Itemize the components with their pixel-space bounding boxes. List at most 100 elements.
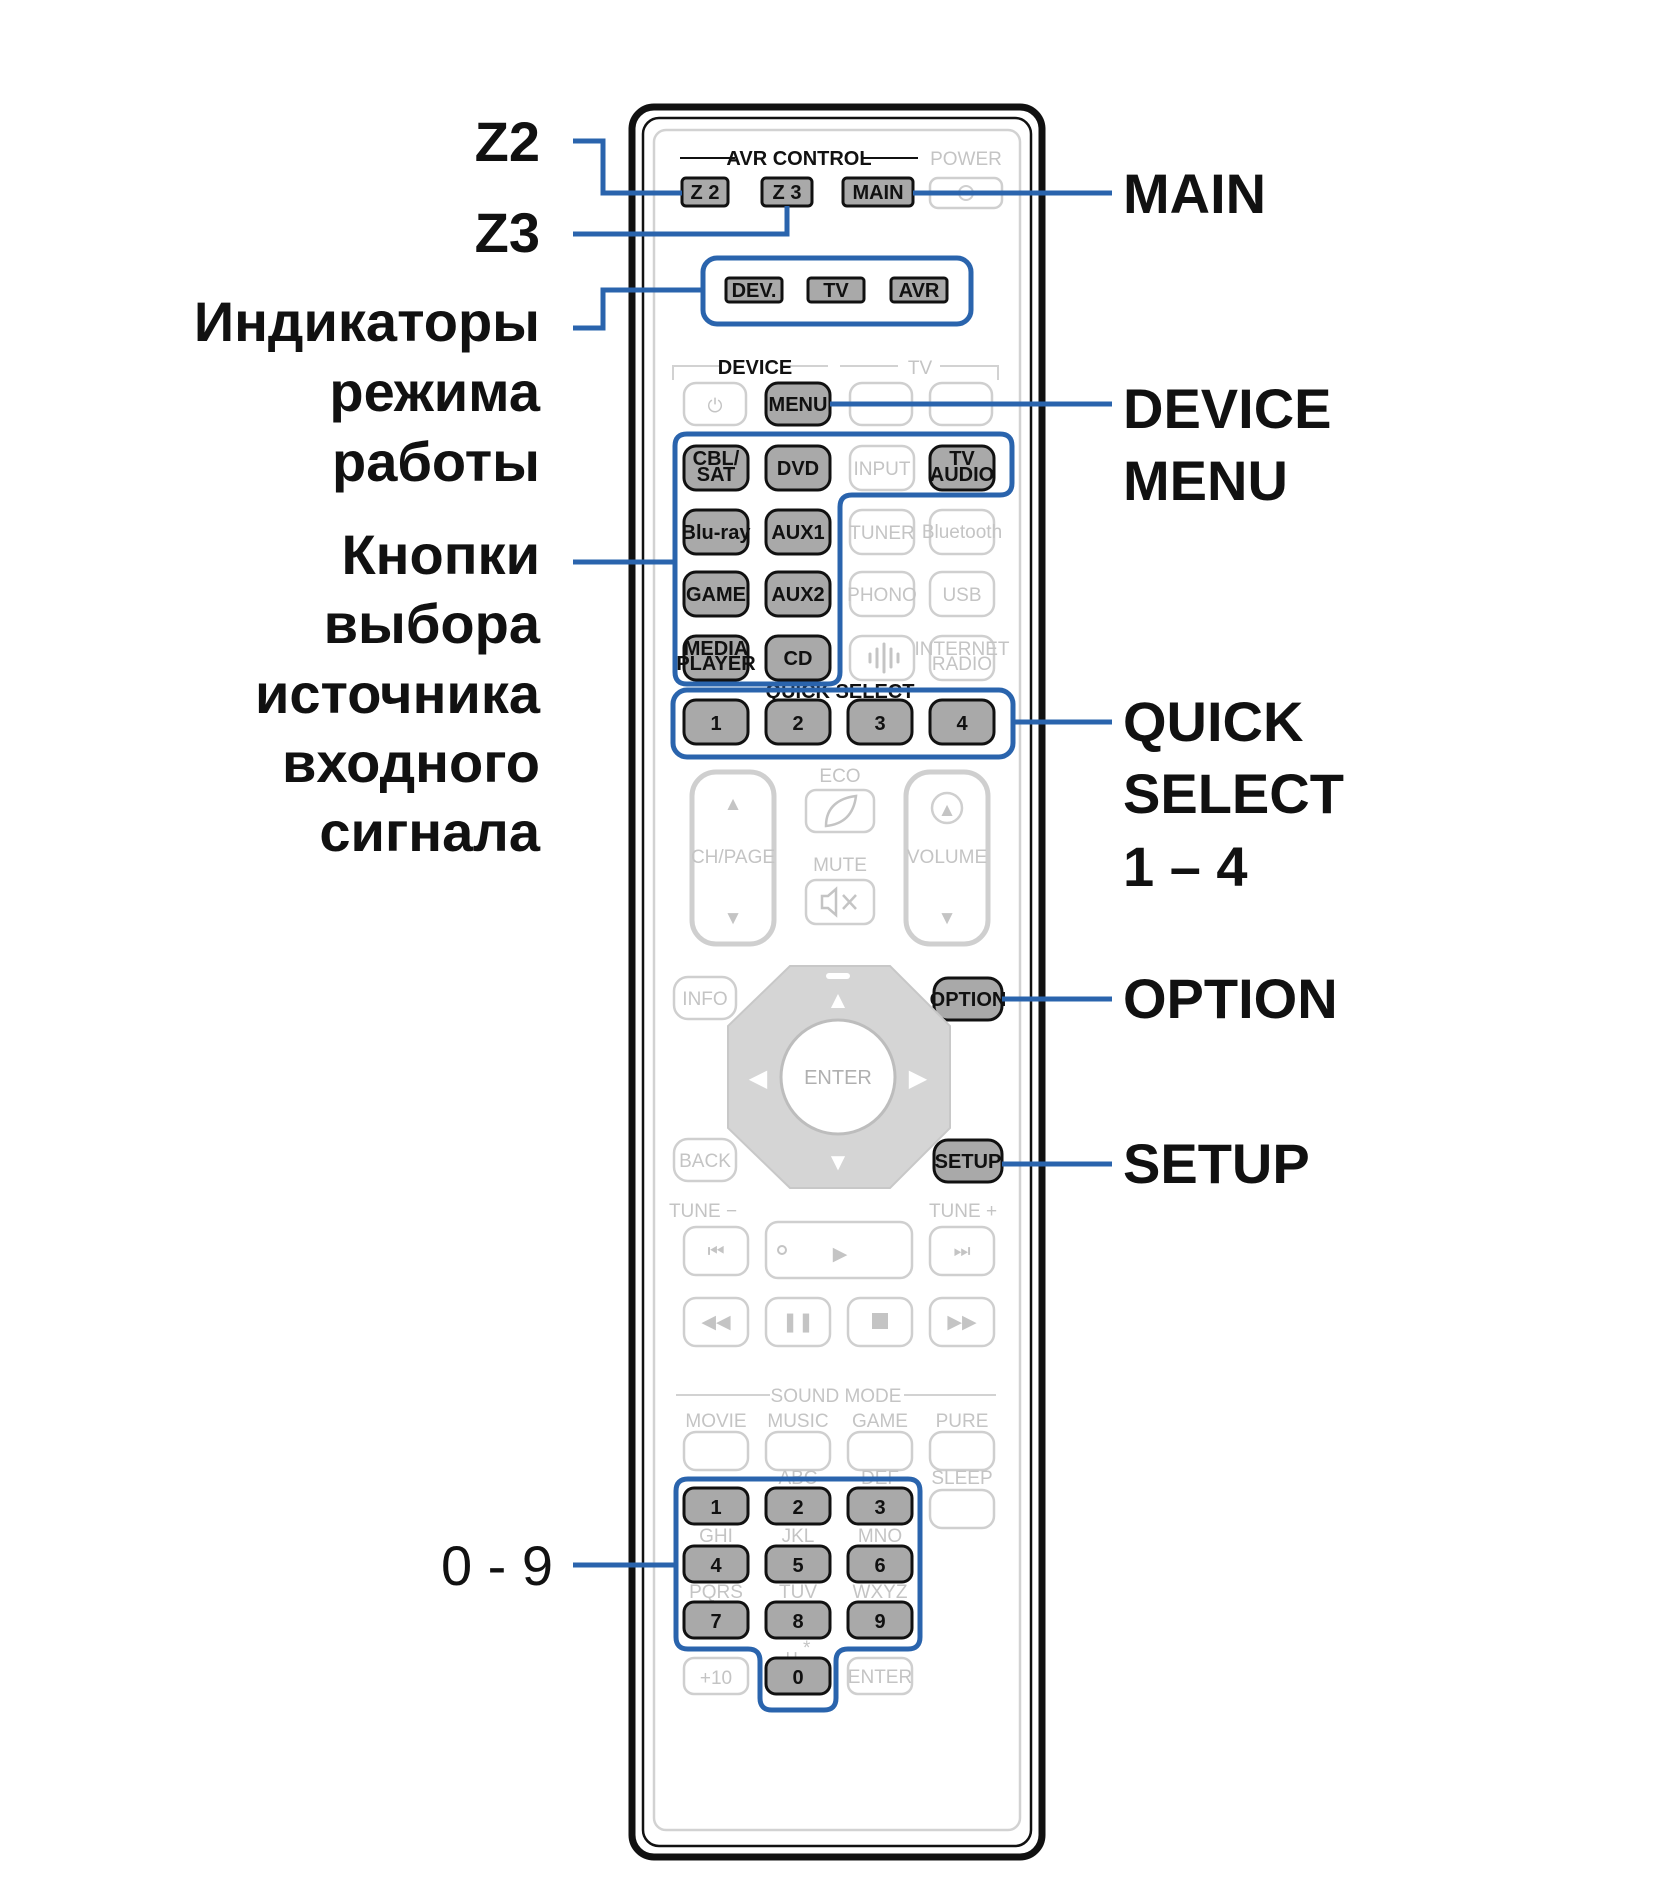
input-button[interactable]: [848, 444, 916, 492]
volume-rocker[interactable]: [903, 769, 991, 947]
quick-select-label-line-2: SELECT: [1123, 762, 1344, 825]
keypad-enter-button[interactable]: [846, 1656, 914, 1696]
key-4-button[interactable]: [682, 1544, 750, 1584]
plus10-button[interactable]: [682, 1656, 750, 1696]
back-label: BACK: [679, 1151, 731, 1172]
heos-button[interactable]: [848, 634, 916, 682]
playback-section: TUNE − TUNE + ⏮ ▶ ⏭ ◀◀ ❚❚ ▶▶: [669, 1201, 997, 1348]
quick-select-label-line-1: QUICK: [1123, 690, 1303, 753]
tuner-button[interactable]: [848, 508, 916, 556]
quick-select-2-button[interactable]: [764, 698, 832, 746]
mute-icon: [820, 886, 857, 918]
key-0-label: 0: [792, 1667, 803, 1689]
cd-button[interactable]: [764, 634, 832, 682]
main-button-label: MAIN: [852, 182, 903, 204]
fast-forward-button[interactable]: [928, 1296, 996, 1348]
zone-buttons: Z 2 Z 3 MAIN: [680, 176, 915, 208]
volume-up-icon: ▲: [938, 800, 957, 821]
sleep-label: SLEEP: [931, 1468, 992, 1489]
rewind-button[interactable]: [682, 1296, 750, 1348]
source-buttons-label-line-5: сигнала: [319, 800, 540, 863]
tv-audio-button[interactable]: [928, 444, 996, 492]
aux2-label: AUX2: [771, 584, 824, 606]
tune-plus-label: TUNE +: [929, 1201, 997, 1222]
eco-button[interactable]: [804, 788, 876, 834]
media-player-button[interactable]: [682, 634, 750, 682]
internet-radio-button[interactable]: [928, 634, 996, 682]
key-5-button[interactable]: [764, 1544, 832, 1584]
skip-forward-icon: ⏭: [953, 1241, 970, 1262]
quick-select-3-label: 3: [874, 713, 885, 735]
key-7-button[interactable]: [682, 1600, 750, 1640]
aux2-button[interactable]: [764, 570, 832, 618]
leaf-icon: [824, 794, 858, 828]
quick-select-1-button[interactable]: [682, 698, 750, 746]
eco-label: ECO: [819, 766, 860, 787]
power-label: POWER: [930, 149, 1002, 170]
cbl-sat-button[interactable]: [682, 444, 750, 492]
info-button[interactable]: [672, 975, 738, 1021]
game-mode-button[interactable]: [846, 1430, 914, 1472]
quick-select-4-label: 4: [956, 713, 968, 735]
bluray-label: Blu-ray: [682, 522, 752, 544]
setup-button[interactable]: [932, 1138, 1004, 1184]
key-0-button[interactable]: [764, 1656, 832, 1696]
device-power-button[interactable]: [682, 381, 748, 427]
tv-indicator-label: TV: [823, 280, 849, 302]
enter-button[interactable]: [779, 1018, 897, 1136]
play-button[interactable]: [764, 1220, 914, 1280]
usb-button[interactable]: [928, 570, 996, 618]
key-6-letters: MNO: [858, 1526, 902, 1547]
bluetooth-label: Bluetooth: [922, 522, 1002, 543]
pure-button[interactable]: [928, 1430, 996, 1472]
key-8-letters: TUV: [779, 1582, 817, 1603]
ch-down-icon: ▼: [724, 908, 743, 929]
quick-select-4-button[interactable]: [928, 698, 996, 746]
source-buttons-label-line-3: источника: [255, 662, 541, 725]
key-2-label: 2: [792, 1497, 803, 1519]
music-button[interactable]: [764, 1430, 832, 1472]
avr-control-label: AVR CONTROL: [726, 148, 871, 170]
input-label: INPUT: [854, 459, 911, 480]
game-label: GAME: [686, 584, 746, 606]
quick-select-label-line-3: 1 – 4: [1123, 835, 1248, 898]
z2-leader-line: [573, 138, 682, 196]
game-button[interactable]: [682, 570, 750, 618]
source-buttons-label-line-2: выбора: [324, 592, 541, 655]
skip-back-button[interactable]: [682, 1225, 750, 1277]
key-1-button[interactable]: [682, 1486, 750, 1526]
movie-button[interactable]: [682, 1430, 750, 1472]
quick-select-3-button[interactable]: [846, 698, 914, 746]
option-label: OPTION: [1123, 967, 1338, 1030]
aux1-button[interactable]: [764, 508, 832, 556]
back-button[interactable]: [672, 1137, 738, 1183]
pause-button[interactable]: [764, 1296, 832, 1348]
movie-label: MOVIE: [685, 1411, 746, 1432]
sound-mode-section: SOUND MODE MOVIE MUSIC GAME PURE SLEEP: [676, 1386, 996, 1530]
tv-audio-label-2: AUDIO: [930, 464, 994, 486]
avr-control-section: AVR CONTROL POWER: [680, 148, 1004, 210]
ch-page-rocker[interactable]: [689, 769, 777, 947]
phono-button[interactable]: [848, 570, 916, 618]
volume-channel-section: ▲ CH/PAGE ▼ ECO MUTE ▲ VOLUME ▼: [689, 766, 991, 947]
source-buttons: CBL/ SAT DVD INPUT TV AUDIO Blu-ray AUX1…: [676, 444, 1010, 682]
mute-button[interactable]: [804, 878, 876, 926]
dev-indicator: [724, 276, 784, 304]
dvd-button[interactable]: [764, 444, 832, 492]
z3-button-label: Z 3: [773, 182, 802, 204]
sleep-button[interactable]: [928, 1488, 996, 1530]
key-2-button[interactable]: [764, 1486, 832, 1526]
key-3-button[interactable]: [846, 1486, 914, 1526]
media-player-label-1: MEDIA: [684, 638, 748, 660]
key-7-label: 7: [710, 1611, 721, 1633]
bluray-button[interactable]: [682, 508, 750, 556]
navigation-section: INFO OPTION ENTER ▲ ▼ ◀ ▶ BACK SETUP: [672, 965, 1006, 1189]
key-6-button[interactable]: [846, 1544, 914, 1584]
skip-forward-button[interactable]: [928, 1225, 996, 1277]
heos-icon: [868, 642, 900, 674]
key-9-button[interactable]: [846, 1600, 914, 1640]
phono-label: PHONO: [847, 585, 917, 606]
key-8-button[interactable]: [764, 1600, 832, 1640]
bluetooth-button[interactable]: [928, 508, 996, 556]
